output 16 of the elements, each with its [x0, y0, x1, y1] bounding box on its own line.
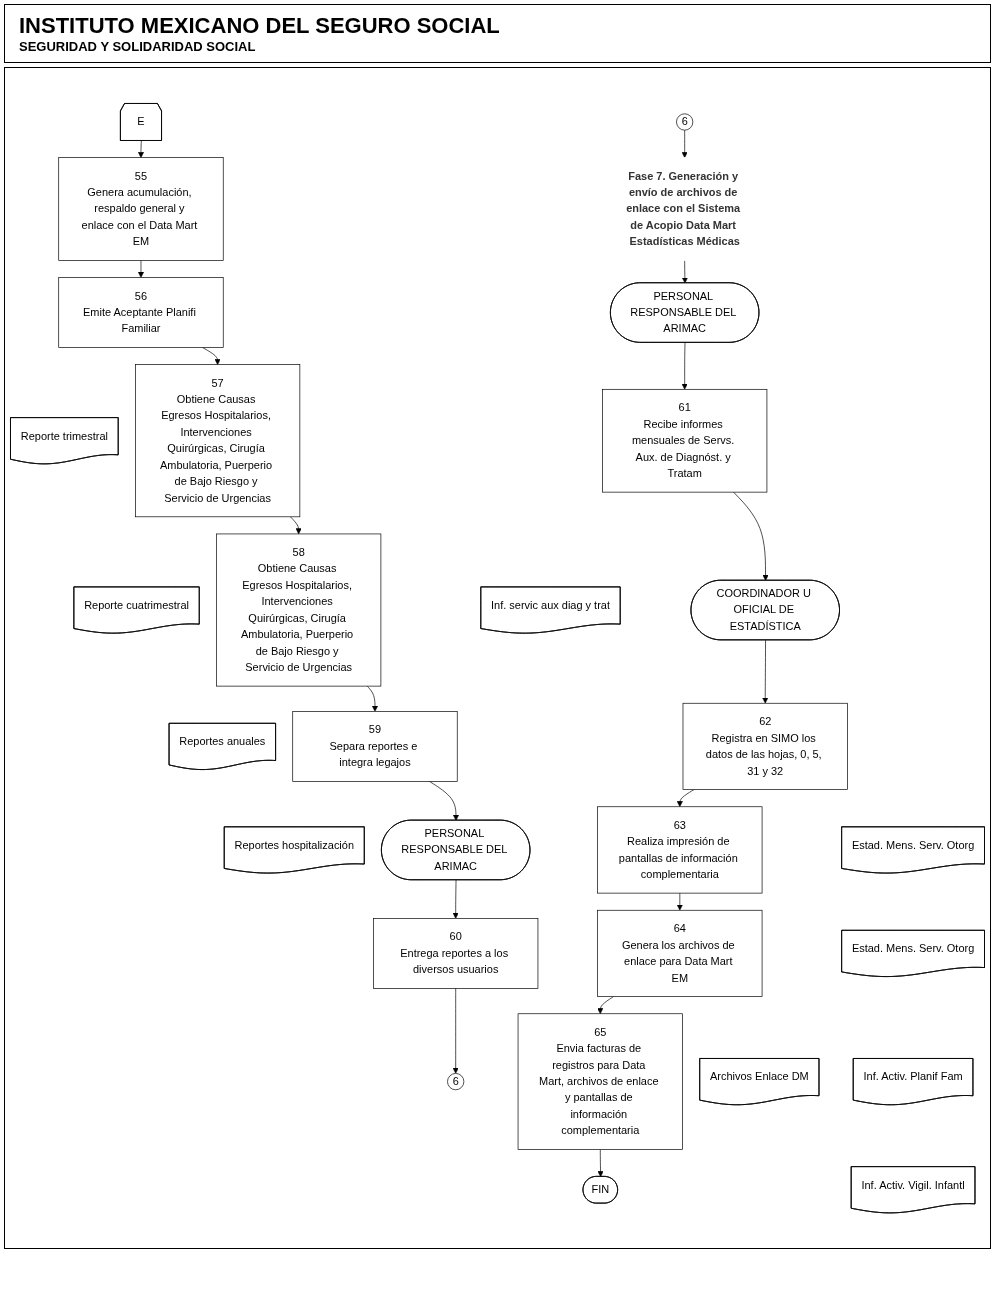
node-box: 63 Realiza impresión de pantallas de información complementaria [597, 806, 763, 894]
node-box: 58 Obtiene Causas Egresos Hospitalarios, Intervenciones Quirúrgicas, Cirugía Ambulatoria, Puerperio de Bajo Riesgo y Servicio de Urgencias [216, 533, 382, 687]
node-box: 62 Registra en SIMO los datos de las hojas, 0, 5, 31 y 32 [682, 702, 848, 790]
node-circle: 6 [447, 1072, 465, 1090]
node-box: 61 Recibe informes mensuales de Servs. Aux. de Diagnóst. y Tratam [602, 388, 768, 493]
node-box: 57 Obtiene Causas Egresos Hospitalarios, Intervenciones Quirúrgicas, Cirugía Ambulatoria, Puerperio de Bajo Riesgo y Servicio de Urgencias [135, 364, 301, 517]
node-circle: 6 [676, 113, 694, 131]
node-box: 55 Genera acumulación, respaldo general y enlace con el Data Mart EM [58, 157, 224, 261]
node-box: 59 Separa reportes e integra legajos [292, 710, 458, 782]
subtitle: SEGURIDAD Y SOLIDARIDAD SOCIAL [19, 39, 257, 54]
node-box: 60 Entrega reportes a los diversos usuarios [373, 917, 539, 989]
node-text: Fase 7. Generación y envío de archivos de enlace con el Sistema de Acopio Data Mart Estadísticas Médicas [626, 169, 741, 248]
node-box: 56 Emite Aceptante Planifi Familiar [58, 277, 224, 348]
node-box: 65 Envia facturas de registros para Data Mart, archivos de enlace y pantallas de información complementaria [517, 1013, 683, 1150]
node-box: 64 Genera los archivos de enlace para Data Mart EM [597, 909, 763, 997]
title: INSTITUTO MEXICANO DEL SEGURO SOCIAL [19, 13, 501, 39]
